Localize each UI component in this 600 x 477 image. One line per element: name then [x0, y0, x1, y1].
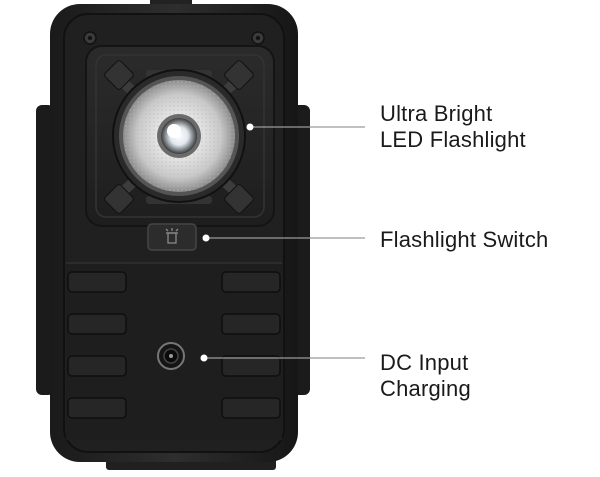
led-label-line2: LED Flashlight	[380, 127, 526, 152]
flashlight-switch	[147, 223, 197, 251]
screw-icon	[83, 31, 97, 45]
led-flashlight-label: Ultra Bright LED Flashlight	[380, 101, 526, 153]
dc-label-line2: Charging	[380, 376, 471, 401]
led-label-line1: Ultra Bright	[380, 101, 493, 126]
screw-icon	[251, 31, 265, 45]
dc-input-label: DC Input Charging	[380, 350, 471, 402]
led-lens	[112, 69, 246, 203]
left-rail	[36, 105, 54, 395]
dc-port-icon	[157, 342, 185, 370]
dc-label-line1: DC Input	[380, 350, 469, 375]
flashlight-switch-label: Flashlight Switch	[380, 227, 548, 253]
flashlight-icon	[165, 228, 179, 244]
switch-label-line1: Flashlight Switch	[380, 227, 549, 252]
left-grip-ribs	[67, 271, 127, 419]
callout-leaders	[200, 123, 365, 362]
right-grip-ribs	[221, 271, 281, 419]
